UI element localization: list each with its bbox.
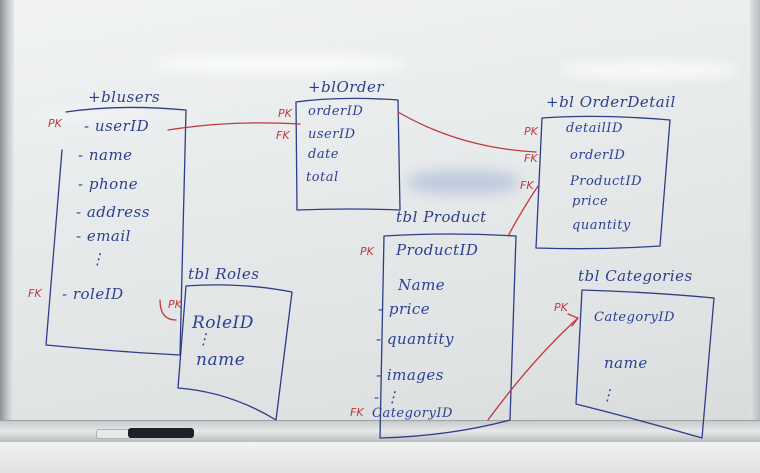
- ink-smudge: [408, 170, 518, 194]
- product-field-price: - price: [378, 300, 431, 318]
- users-pk-label: PK: [48, 117, 62, 130]
- fk-arrowhead: [567, 313, 580, 327]
- users-field-userid: - userID: [84, 117, 150, 135]
- categories-pk-label: PK: [554, 301, 568, 314]
- table-box-roles: [177, 284, 293, 421]
- order-field-date: date: [308, 147, 339, 162]
- order-fk-label: FK: [276, 129, 290, 142]
- users-table-title: +blusers: [88, 88, 161, 106]
- orderdetail-table-title: +bl OrderDetail: [546, 93, 676, 111]
- product-field-quantity: - quantity: [376, 330, 455, 348]
- product-pk-label: PK: [360, 245, 374, 258]
- order-field-orderid: orderID: [308, 104, 364, 119]
- categories-field-categoryid: CategoryID: [594, 310, 675, 325]
- order-table-title: +blOrder: [308, 78, 385, 96]
- board-frame-left: [0, 0, 14, 420]
- relation-roles-users: [159, 299, 177, 321]
- roles-field-ellipsis: ⋮: [196, 330, 212, 348]
- users-field-email: - email: [76, 227, 131, 245]
- orderdetail-fk-label: FK: [520, 179, 534, 192]
- orderdetail-field-detailid: detailID: [566, 121, 623, 136]
- table-box-orderdetail: [535, 115, 671, 250]
- light-glare: [30, 110, 150, 120]
- users-field-ellipsis: ⋮: [90, 250, 106, 268]
- order-field-total: total: [306, 170, 339, 185]
- table-box-order: [295, 97, 401, 211]
- users-field-address: - address: [76, 203, 150, 221]
- relation-order-orderdetail: [397, 111, 537, 153]
- product-fk-label: FK: [350, 406, 364, 419]
- product-field-ellipsis: - ⋮: [374, 388, 401, 406]
- orderdetail-pk-label: PK: [524, 125, 538, 138]
- order-field-userid: userID: [308, 127, 356, 142]
- categories-field-ellipsis: ⋮: [600, 386, 616, 404]
- relation-product-categories: [487, 317, 579, 421]
- users-field-phone: - phone: [78, 175, 139, 193]
- order-pk-label: PK: [278, 107, 292, 120]
- roles-field-roleid: RoleID: [192, 313, 254, 333]
- product-field-categoryid: CategoryID: [372, 406, 453, 421]
- orderdetail-fk-label: FK: [524, 152, 538, 165]
- users-field-name: - name: [78, 146, 133, 164]
- product-field-images: - images: [376, 366, 444, 384]
- product-field-name: Name: [398, 276, 446, 294]
- users-fk-label: FK: [28, 287, 42, 300]
- orderdetail-field-productid: ProductID: [570, 174, 643, 189]
- table-box-categories: [575, 289, 715, 439]
- table-box-product: [379, 233, 517, 439]
- roles-pk-label: PK: [168, 298, 182, 311]
- orderdetail-field-orderid: orderID: [570, 148, 626, 163]
- users-field-roleid: - roleID: [62, 285, 124, 303]
- black-marker: [128, 428, 194, 438]
- floor: [0, 442, 760, 473]
- light-glare: [560, 62, 740, 78]
- categories-table-title: tbl Categories: [578, 267, 693, 285]
- product-field-productid: ProductID: [396, 241, 479, 259]
- board-frame-right: [750, 0, 760, 473]
- product-table-title: tbl Product: [396, 208, 487, 226]
- orderdetail-field-price: price: [572, 194, 609, 209]
- relation-users-order: [167, 122, 301, 131]
- relation-product-orderdetail: [507, 185, 539, 237]
- orderdetail-field-quantity: quantity: [572, 218, 631, 233]
- roles-table-title: tbl Roles: [188, 265, 260, 283]
- light-glare: [150, 55, 410, 73]
- categories-field-name: name: [604, 354, 648, 372]
- roles-field-name: name: [196, 350, 246, 370]
